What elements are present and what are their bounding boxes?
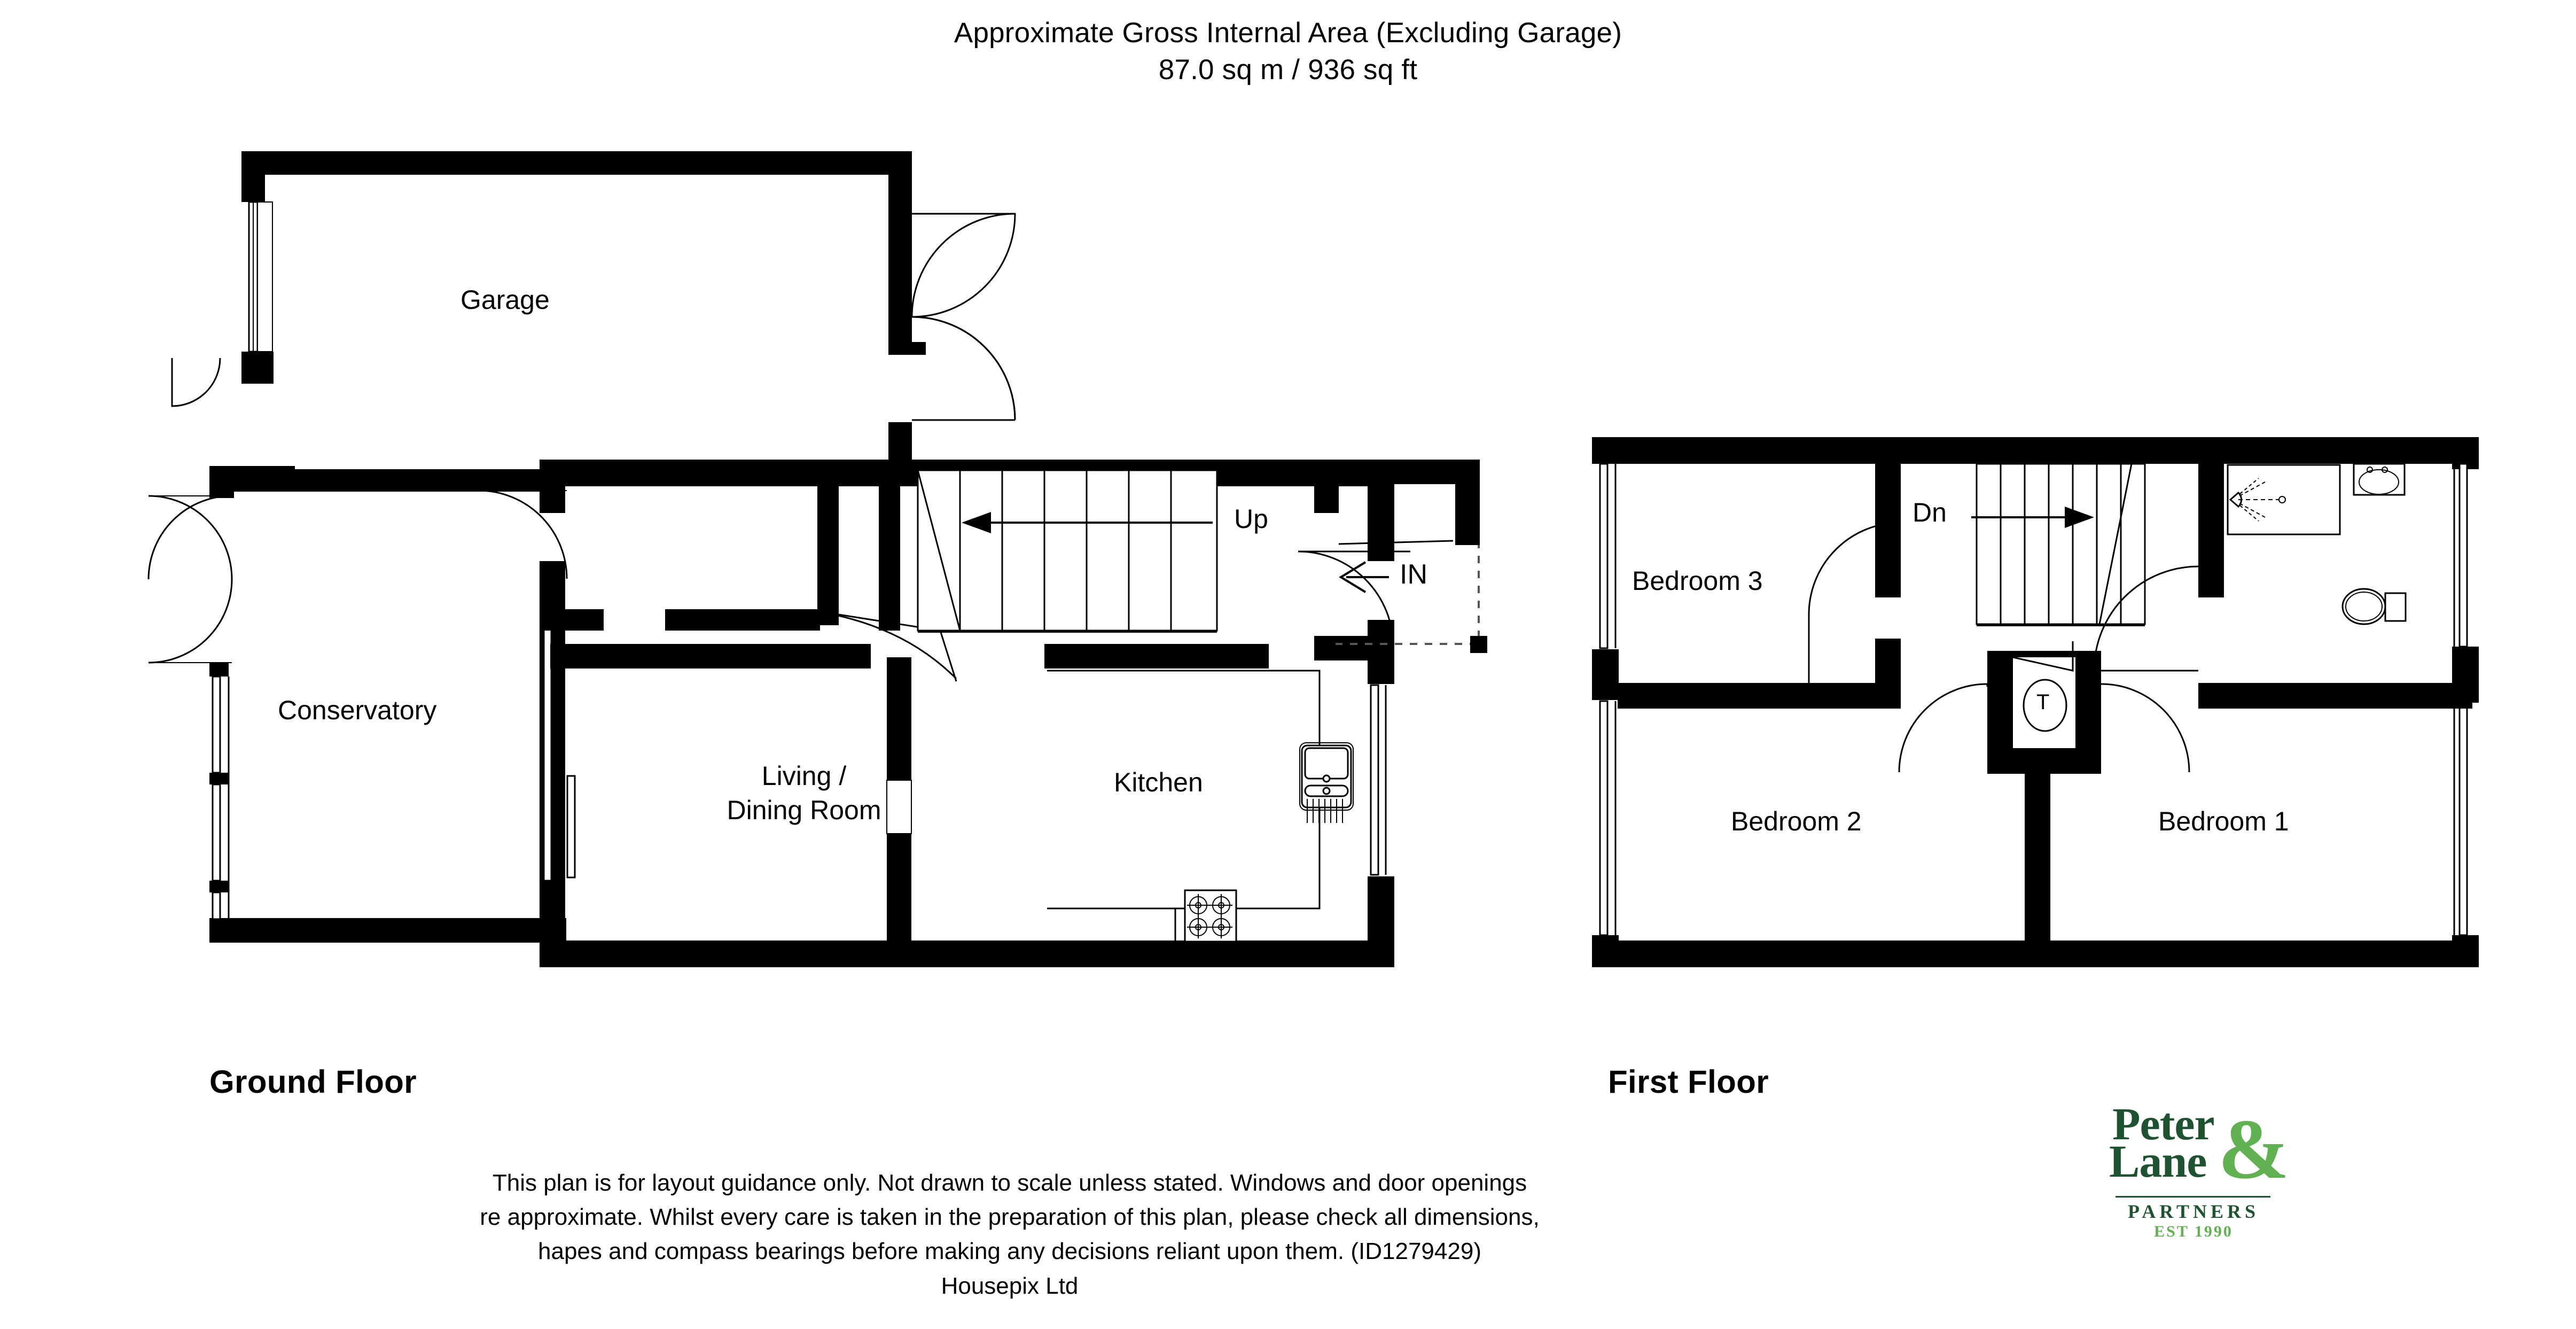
header-area-title: Approximate Gross Internal Area (Excludi…	[954, 17, 1622, 49]
kitchen-fittings	[1047, 670, 1387, 943]
ground-floor-caption: Ground Floor	[209, 1064, 417, 1100]
first-floor-doors	[1808, 522, 2199, 773]
logo-word-partners: PARTNERS	[2127, 1201, 2260, 1222]
plan-header: Approximate Gross Internal Area (Excludi…	[0, 15, 2576, 89]
stairs-down-label: Dn	[1913, 498, 1947, 527]
staircase-down	[1971, 463, 2146, 626]
first-outer-walls	[1592, 437, 2479, 967]
room-label-conservatory: Conservatory	[278, 695, 437, 725]
room-label-living-line2: Dining Room	[727, 795, 881, 825]
disclaimer-line-1: This plan is for layout guidance only. N…	[492, 1170, 1527, 1196]
entrance-in-label: IN	[1400, 559, 1427, 590]
ground-floor-plan	[147, 151, 1487, 967]
garage-structure	[241, 151, 1016, 470]
logo-established-text: EST 1990	[2149, 1223, 2238, 1240]
disclaimer-line-3: hapes and compass bearings before making…	[538, 1238, 1481, 1265]
in-arrow-icon	[1339, 561, 1389, 593]
plan-disclaimer: This plan is for layout guidance only. N…	[0, 1166, 2019, 1303]
room-label-bedroom-1: Bedroom 1	[2158, 806, 2289, 836]
basin-icon	[2353, 463, 2406, 496]
kitchen-sink-icon	[1299, 742, 1354, 823]
entrance-door-group	[1298, 460, 1487, 653]
logo-established: EST 1990	[2116, 1223, 2271, 1241]
toilet-icon	[2341, 588, 2407, 625]
disclaimer-line-2: re approximate. Whilst every care is tak…	[480, 1204, 1540, 1231]
room-label-garage: Garage	[460, 285, 550, 315]
garage-side-door	[171, 357, 221, 407]
room-label-living-line1: Living /	[761, 761, 847, 791]
staircase-up	[917, 469, 1218, 633]
logo-word-lane: Lane	[2109, 1136, 2207, 1187]
room-label-living-dining: Living / Dining Room	[708, 759, 900, 827]
room-label-bedroom-2: Bedroom 2	[1731, 806, 1862, 836]
ground-windows	[566, 775, 576, 879]
room-label-kitchen: Kitchen	[1114, 767, 1203, 797]
shower-head-icon	[2229, 478, 2286, 522]
header-area-value: 87.0 sq m / 936 sq ft	[1158, 53, 1418, 86]
airing-cupboard-label: T	[2036, 690, 2050, 714]
logo-ampersand-icon: &	[2218, 1101, 2290, 1196]
logo-divider-top	[2116, 1196, 2270, 1198]
first-floor-caption: First Floor	[1608, 1064, 1769, 1100]
logo-word-peter: Peter	[2112, 1098, 2215, 1149]
room-label-bedroom-3: Bedroom 3	[1632, 566, 1763, 596]
first-floor-plan	[1592, 437, 2479, 967]
disclaimer-line-4: Housepix Ltd	[941, 1272, 1079, 1299]
stairs-up-label: Up	[1234, 504, 1268, 534]
kitchen-hob-icon	[1184, 889, 1237, 943]
ground-internal-walls	[540, 460, 1394, 967]
airing-cupboard-tank-icon	[2023, 679, 2067, 732]
agency-logo: Peter Lane & PARTNERS EST 1990	[2105, 1098, 2329, 1241]
bathroom-fittings	[2227, 463, 2407, 625]
first-internal-walls	[1618, 464, 2472, 945]
